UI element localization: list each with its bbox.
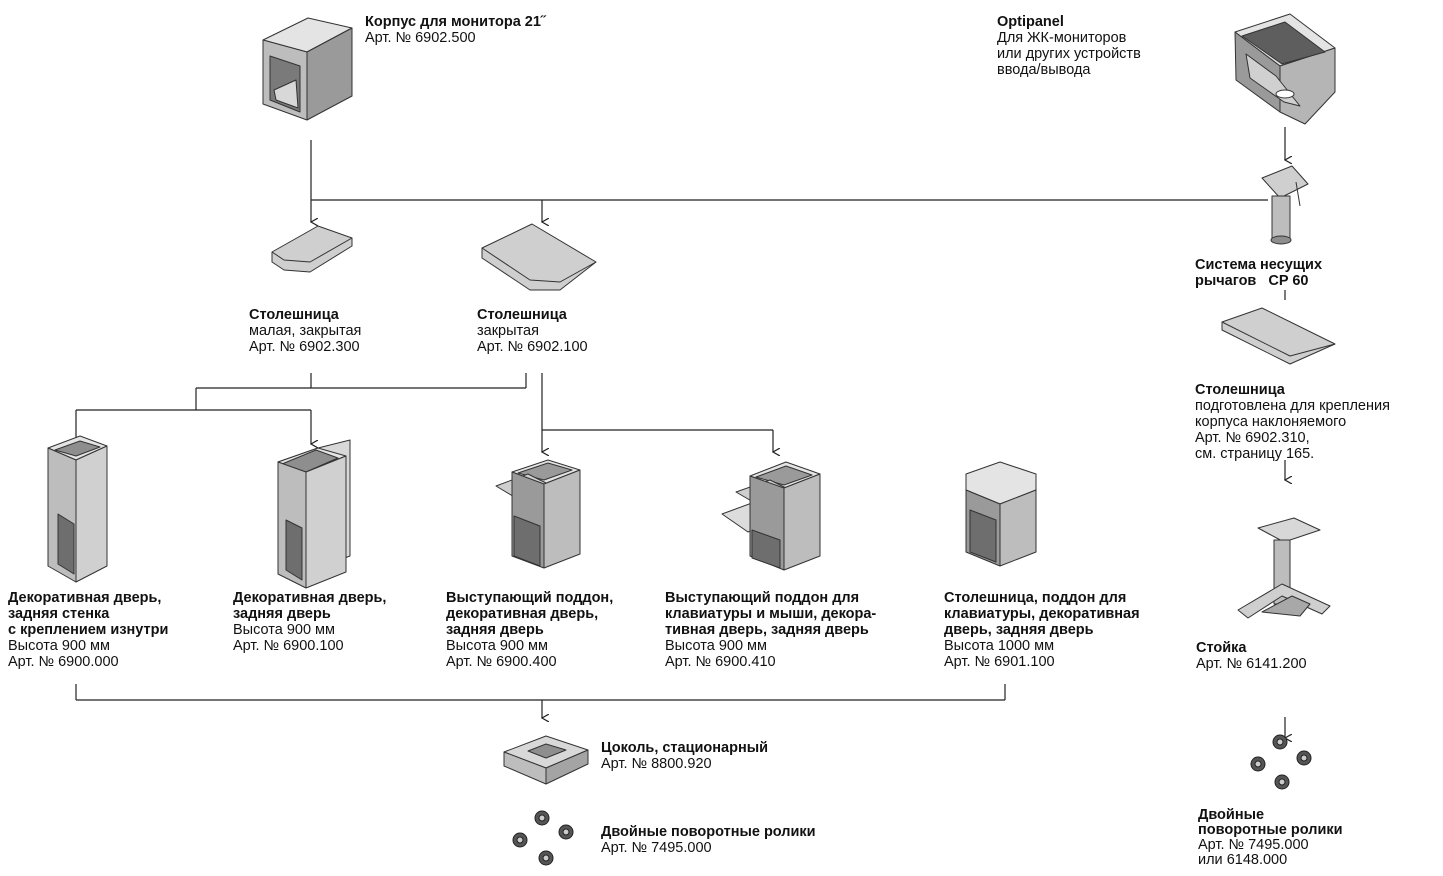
- cabinet-tabletop-icon: [965, 461, 1037, 567]
- cab-tray-label: Выступающий поддон, декоративная дверь, …: [446, 590, 613, 670]
- casters-right-icon: [1250, 734, 1312, 790]
- cabinet-keyboard-icon: [721, 461, 821, 571]
- tabletop-tilt-line-1: подготовлена для крепления: [1195, 398, 1390, 414]
- monitor-housing-label: Корпус для монитора 21˝ Арт. № 6902.500: [365, 14, 546, 46]
- tabletop-small-title: Столешница: [249, 307, 339, 323]
- monitor-housing-art: Арт. № 6902.500: [365, 30, 476, 46]
- plinth-icon: [503, 735, 589, 785]
- optipanel-line-3: ввода/вывода: [997, 62, 1091, 78]
- cab-rear-wall-label: Декоративная дверь, задняя стенка с креп…: [8, 590, 168, 670]
- cab-rear-wall-title-2: задняя стенка: [8, 606, 110, 622]
- optipanel-line-1: Для ЖК-мониторов: [997, 30, 1127, 46]
- monitor-housing-icon: [262, 17, 353, 121]
- tabletop-small-icon: [271, 225, 353, 273]
- casters-right-label: Двойные поворотные ролики Арт. № 7495.00…: [1198, 808, 1343, 868]
- arm-system-title: Система несущих: [1195, 257, 1323, 273]
- tabletop-closed-art: Арт. № 6902.100: [477, 339, 588, 355]
- casters-art: Арт. № 7495.000: [601, 840, 712, 856]
- cabinet-tray-icon: [495, 459, 581, 569]
- cab-tabletop-height: Высота 1000 мм: [944, 638, 1055, 654]
- cab-rear-door-art: Арт. № 6900.100: [233, 638, 344, 654]
- tabletop-closed-label: Столешница закрытая Арт. № 6902.100: [477, 307, 588, 355]
- cab-tray-title-2: декоративная дверь,: [446, 606, 599, 622]
- tabletop-small-label: Столешница малая, закрытая Арт. № 6902.3…: [249, 307, 361, 355]
- plinth-art: Арт. № 8800.920: [601, 756, 712, 772]
- optipanel-icon: [1234, 13, 1336, 125]
- arm-system-icon: [1261, 165, 1309, 245]
- cab-keyboard-title-2: клавиатуры и мыши, декора-: [665, 606, 877, 622]
- cab-tabletop-title-1: Столешница, поддон для: [944, 590, 1127, 606]
- cab-rear-wall-height: Высота 900 мм: [8, 638, 110, 654]
- cab-rear-wall-title-3: с креплением изнутри: [8, 622, 169, 638]
- casters-right-art-2: или 6148.000: [1198, 852, 1288, 868]
- cab-rear-door-title-1: Декоративная дверь,: [233, 590, 387, 606]
- arm-system-title-2: рычагов CP 60: [1195, 273, 1309, 289]
- cab-tray-height: Высота 900 мм: [446, 638, 548, 654]
- tabletop-closed-desc: закрытая: [477, 323, 539, 339]
- casters-title: Двойные поворотные ролики: [601, 824, 816, 840]
- optipanel-line-2: или других устройств: [997, 46, 1141, 62]
- tabletop-closed-title: Столешница: [477, 307, 567, 323]
- cab-tabletop-label: Столешница, поддон для клавиатуры, декор…: [944, 590, 1140, 670]
- tabletop-tilt-art: Арт. № 6902.310,: [1195, 430, 1310, 446]
- casters-icon: [512, 810, 574, 866]
- cab-tray-title-1: Выступающий поддон,: [446, 590, 614, 606]
- cab-keyboard-title-1: Выступающий поддон для: [665, 590, 860, 606]
- cabinet-rear-door-icon: [277, 439, 351, 589]
- cab-rear-door-label: Декоративная дверь, задняя дверь Высота …: [233, 590, 386, 654]
- cab-rear-door-height: Высота 900 мм: [233, 622, 335, 638]
- plinth-label: Цоколь, стационарный Арт. № 8800.920: [601, 740, 768, 772]
- casters-right-art-1: Арт. № 7495.000: [1198, 837, 1309, 853]
- tabletop-small-art: Арт. № 6902.300: [249, 339, 360, 355]
- stand-icon: [1237, 517, 1331, 619]
- tabletop-tilt-page-ref: см. страницу 165.: [1195, 446, 1315, 462]
- cab-rear-wall-title-1: Декоративная дверь,: [8, 590, 162, 606]
- tabletop-tilt-title: Столешница: [1195, 382, 1285, 398]
- monitor-housing-title: Корпус для монитора 21˝: [365, 14, 546, 30]
- cab-keyboard-art: Арт. № 6900.410: [665, 654, 776, 670]
- optipanel-title: Optipanel: [997, 14, 1064, 30]
- casters-label: Двойные поворотные ролики Арт. № 7495.00…: [601, 824, 816, 856]
- cab-tray-art: Арт. № 6900.400: [446, 654, 557, 670]
- tabletop-tilt-label: Столешница подготовлена для крепления ко…: [1195, 382, 1390, 462]
- cab-rear-wall-art: Арт. № 6900.000: [8, 654, 119, 670]
- tabletop-closed-icon: [481, 223, 597, 291]
- optipanel-label: Optipanel Для ЖК-мониторов или других ус…: [997, 14, 1141, 78]
- arm-system-label: Система несущих рычагов CP 60: [1195, 257, 1322, 289]
- cab-tray-title-3: задняя дверь: [446, 622, 544, 638]
- tabletop-small-desc: малая, закрытая: [249, 323, 362, 339]
- casters-right-title-2: поворотные ролики: [1198, 822, 1343, 838]
- cab-tabletop-title-3: дверь, задняя дверь: [944, 622, 1094, 638]
- stand-title: Стойка: [1196, 640, 1247, 656]
- tabletop-tilt-line-2: корпуса наклоняемого: [1195, 414, 1347, 430]
- cab-keyboard-label: Выступающий поддон для клавиатуры и мыши…: [665, 590, 876, 670]
- plinth-title: Цоколь, стационарный: [601, 740, 769, 756]
- stand-art: Арт. № 6141.200: [1196, 656, 1307, 672]
- cab-tabletop-art: Арт. № 6901.100: [944, 654, 1055, 670]
- cab-keyboard-title-3: тивная дверь, задняя дверь: [665, 622, 869, 638]
- cab-tabletop-title-2: клавиатуры, декоративная: [944, 606, 1140, 622]
- cab-keyboard-height: Высота 900 мм: [665, 638, 767, 654]
- stand-label: Стойка Арт. № 6141.200: [1196, 640, 1307, 672]
- cab-rear-door-title-2: задняя дверь: [233, 606, 331, 622]
- tabletop-tilt-icon: [1221, 307, 1336, 365]
- casters-right-title-1: Двойные: [1198, 807, 1265, 823]
- cabinet-rear-wall-icon: [47, 435, 108, 583]
